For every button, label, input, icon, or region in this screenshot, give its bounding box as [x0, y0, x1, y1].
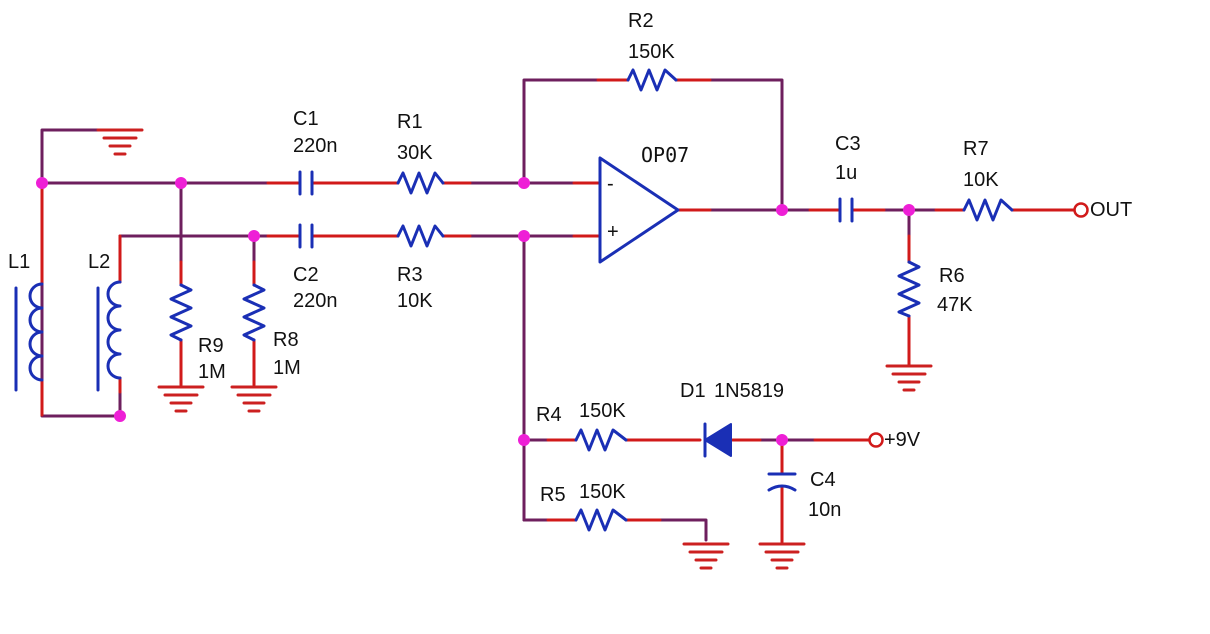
opamp-op07: - +	[598, 156, 680, 264]
label-r6-ref: R6	[939, 265, 965, 287]
label-r4-ref: R4	[536, 404, 562, 426]
label-r9-value: 1M	[198, 361, 226, 383]
node-dot	[518, 177, 530, 189]
label-c2-ref: C2	[293, 264, 319, 286]
label-d1-value: 1N5819	[714, 380, 784, 402]
resistor-r7	[962, 198, 1014, 222]
node-dot	[518, 434, 530, 446]
label-r9-ref: R9	[198, 335, 224, 357]
label-opamp: OP07	[641, 143, 689, 167]
label-r1-value: 30K	[397, 142, 433, 164]
label-d1-ref: D1	[680, 380, 706, 402]
supply-terminal-icon	[868, 432, 884, 448]
label-l2: L2	[88, 251, 110, 273]
label-r3-value: 10K	[397, 290, 433, 312]
label-c1-value: 220n	[293, 135, 338, 157]
label-r8-value: 1M	[273, 357, 301, 379]
label-out: OUT	[1090, 199, 1132, 221]
ground-top-icon	[96, 128, 144, 156]
wires	[40, 78, 1076, 542]
resistor-r8	[242, 283, 266, 342]
ground-c4-icon	[758, 542, 806, 570]
label-r2-ref: R2	[628, 10, 654, 32]
diode-d1	[703, 422, 732, 458]
junction-nodes	[36, 177, 915, 446]
resistor-r6	[897, 260, 921, 318]
resistor-r9	[169, 283, 193, 342]
ground-r9-icon	[157, 385, 205, 413]
capacitor-c1	[298, 170, 314, 196]
label-r4-value: 150K	[579, 400, 626, 422]
inductor-l2	[96, 280, 122, 392]
label-c4-ref: C4	[810, 469, 836, 491]
resistor-r1	[396, 171, 445, 195]
capacitor-c3	[838, 197, 854, 223]
label-l1: L1	[8, 251, 30, 273]
labels: L1 L2 R9 1M R8 1M C1 220n C2 220n R1 30K…	[8, 10, 1132, 521]
resistor-r2	[626, 68, 678, 92]
capacitor-c2	[298, 223, 314, 249]
label-c3-value: 1u	[835, 162, 857, 184]
node-dot	[903, 204, 915, 216]
inductor-l1	[14, 282, 44, 392]
label-r2-value: 150K	[628, 41, 675, 63]
label-c2-value: 220n	[293, 290, 338, 312]
label-c4-value: 10n	[808, 499, 841, 521]
label-c3-ref: C3	[835, 133, 861, 155]
label-supply: +9V	[884, 429, 921, 451]
node-dot	[114, 410, 126, 422]
node-dot	[776, 204, 788, 216]
resistor-r4	[574, 428, 628, 452]
lead-segments	[40, 78, 1076, 544]
label-r7-value: 10K	[963, 169, 999, 191]
ground-r6-icon	[885, 364, 933, 392]
ground-r8-icon	[230, 385, 278, 413]
label-r6-value: 47K	[937, 294, 973, 316]
resistor-r5	[574, 508, 628, 532]
node-dot	[175, 177, 187, 189]
node-dot	[776, 434, 788, 446]
label-r5-ref: R5	[540, 484, 566, 506]
label-r7-ref: R7	[963, 138, 989, 160]
resistor-r3	[396, 224, 445, 248]
capacitor-c4	[767, 472, 797, 492]
label-r5-value: 150K	[579, 481, 626, 503]
label-r8-ref: R8	[273, 329, 299, 351]
label-r1-ref: R1	[397, 111, 423, 133]
node-dot	[36, 177, 48, 189]
node-dot	[518, 230, 530, 242]
ground-r5-icon	[682, 542, 730, 570]
opamp-minus-label: -	[607, 173, 614, 195]
label-r3-ref: R3	[397, 264, 423, 286]
node-dot	[248, 230, 260, 242]
opamp-plus-label: +	[607, 221, 619, 243]
out-terminal-icon	[1073, 202, 1089, 218]
label-c1-ref: C1	[293, 108, 319, 130]
